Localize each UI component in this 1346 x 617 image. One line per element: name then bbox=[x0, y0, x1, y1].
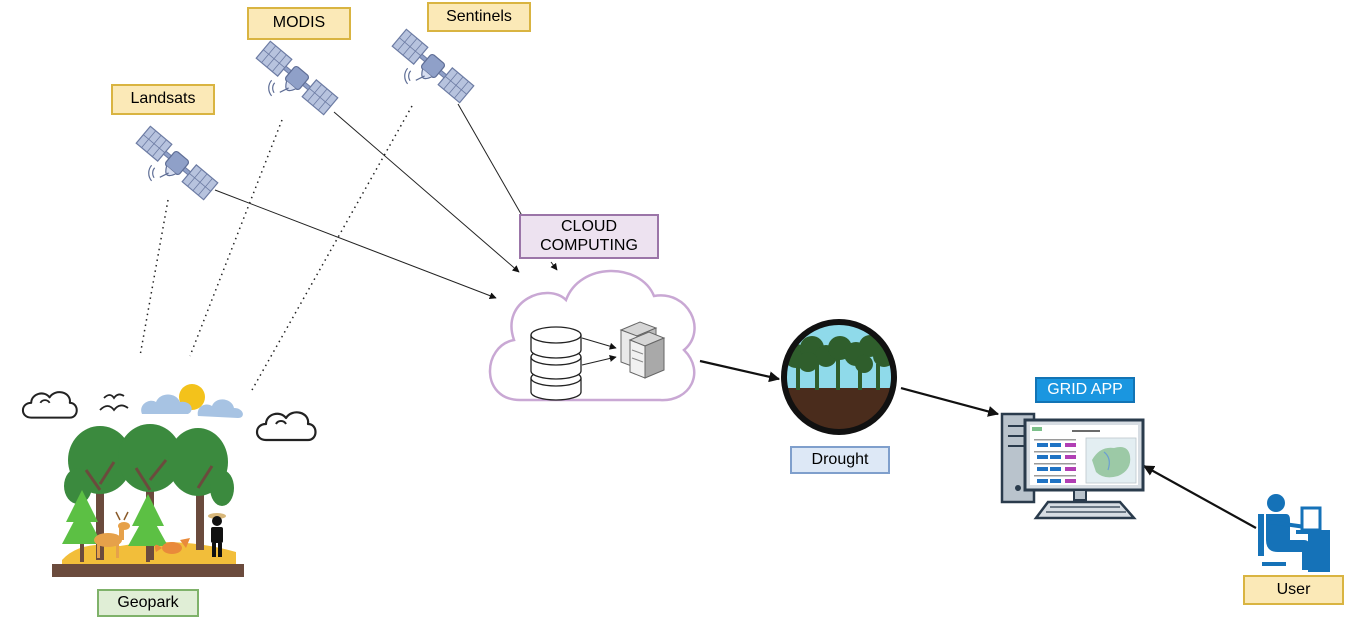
satellite-data-arrows bbox=[214, 103, 558, 300]
dotted-line-sentinels bbox=[251, 105, 413, 391]
arrow-landsat-to-cloud bbox=[214, 189, 497, 300]
cloud-computing-label: CLOUD COMPUTING bbox=[519, 214, 659, 259]
landsat-satellite-icon bbox=[123, 125, 219, 215]
computer-icon bbox=[1000, 412, 1145, 520]
app-screenshot bbox=[1032, 427, 1137, 484]
person-icon bbox=[208, 513, 226, 557]
user-label: User bbox=[1243, 575, 1344, 605]
arrow-cloud-to-drought bbox=[699, 359, 781, 383]
cloud-outline-icon bbox=[255, 411, 317, 442]
drought-icon bbox=[781, 319, 897, 435]
fox-icon bbox=[154, 538, 190, 554]
dotted-line-landsat bbox=[139, 199, 169, 357]
grid-app-label: GRID APP bbox=[1035, 377, 1135, 403]
sentinels-label: Sentinels bbox=[427, 2, 531, 32]
deer-icon bbox=[94, 511, 130, 558]
cloud-outline-icon bbox=[21, 391, 78, 419]
dotted-observation-lines bbox=[139, 105, 413, 391]
modis-satellite-icon bbox=[243, 40, 339, 130]
dotted-line-modis bbox=[189, 119, 283, 357]
sun-cloud-icon bbox=[141, 384, 243, 418]
arrow-modis-to-cloud bbox=[333, 111, 520, 273]
landsats-label: Landsats bbox=[111, 84, 215, 115]
arrow-user-to-app bbox=[1143, 465, 1257, 529]
flow-arrows bbox=[699, 359, 1257, 529]
arrow-drought-to-app bbox=[900, 386, 1000, 417]
sentinels-satellite-icon bbox=[379, 28, 475, 118]
modis-label: MODIS bbox=[247, 7, 351, 40]
user-icon bbox=[1258, 494, 1330, 572]
geopark-label: Geopark bbox=[97, 589, 199, 617]
database-icon bbox=[530, 326, 582, 401]
geopark-illustration bbox=[21, 384, 317, 577]
arrow-label-to-cloud bbox=[550, 261, 558, 271]
drought-label: Drought bbox=[790, 446, 890, 474]
cloud-computing-icon bbox=[488, 269, 696, 402]
birds-icon bbox=[99, 393, 129, 412]
server-icon bbox=[619, 321, 666, 379]
